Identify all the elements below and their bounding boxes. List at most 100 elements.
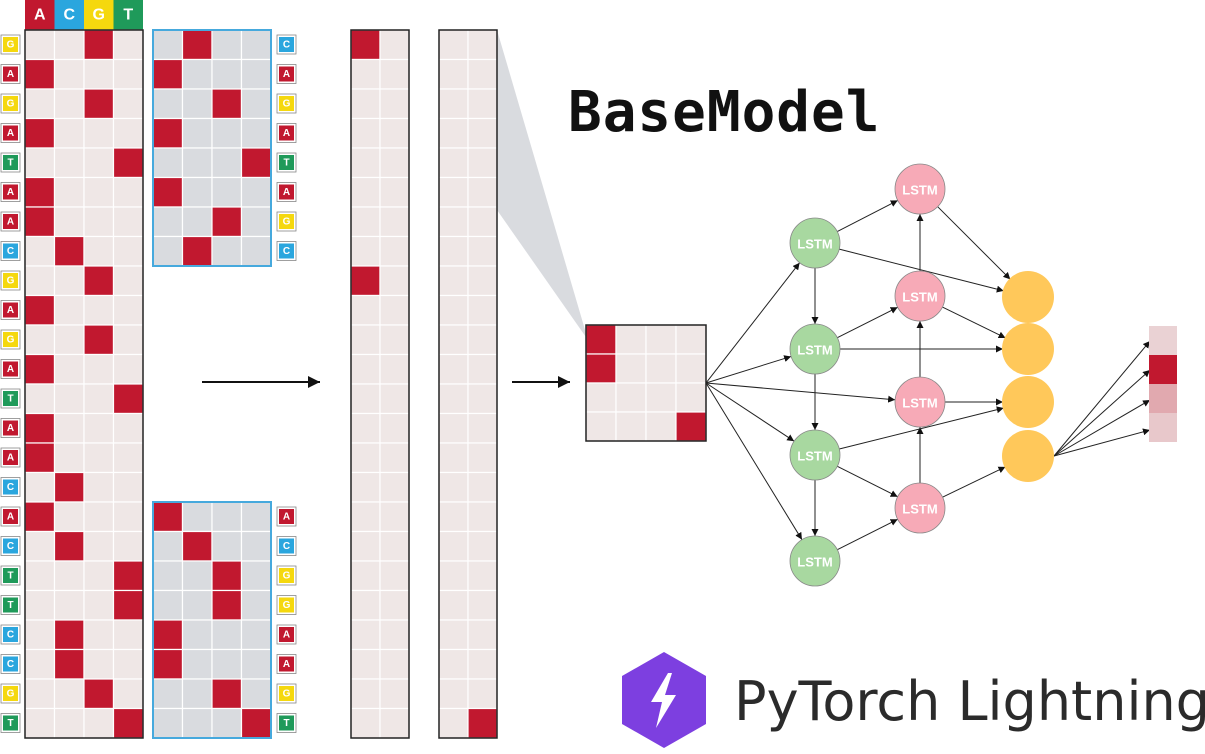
hot-cell xyxy=(585,324,617,355)
grid-cell xyxy=(240,88,272,120)
base-badge-C: C xyxy=(0,654,21,674)
base-badge-A: A xyxy=(276,624,297,645)
grid-cell xyxy=(211,117,243,149)
lstm-node-green-2: LSTM xyxy=(789,429,841,481)
header-base-G: G xyxy=(84,0,114,30)
grid-cell xyxy=(585,411,617,442)
grid-cell xyxy=(53,88,85,120)
hot-cell xyxy=(53,619,85,651)
hot-cell xyxy=(83,324,115,356)
badge-letter: A xyxy=(283,630,290,641)
grid-cell xyxy=(181,501,213,533)
column-cell xyxy=(379,589,410,621)
long-column xyxy=(438,29,498,739)
grid-cell xyxy=(211,648,243,680)
hot-cell xyxy=(152,648,184,680)
badge-letter: T xyxy=(283,718,289,729)
badge-letter: G xyxy=(7,99,15,110)
grid-cell xyxy=(112,648,144,680)
badge-letter: A xyxy=(7,187,14,198)
grid-cell xyxy=(83,235,115,267)
base-badge-A: A xyxy=(276,182,297,202)
column-border xyxy=(350,29,410,739)
badge-fill xyxy=(279,597,294,613)
column-cell xyxy=(350,206,381,238)
grid-cell xyxy=(181,117,213,149)
grid-cell xyxy=(240,589,272,621)
lstm-label: LSTM xyxy=(902,502,937,517)
header-letter: G xyxy=(93,7,105,24)
column-cell xyxy=(467,560,498,592)
output-probabilities xyxy=(1149,326,1177,442)
model-title: BaseModel xyxy=(568,80,881,145)
grid-cell xyxy=(112,58,144,90)
base-badge-G: G xyxy=(276,595,297,615)
hot-cell xyxy=(24,353,56,385)
grid-cell xyxy=(24,530,56,562)
badge-letter: C xyxy=(7,246,14,257)
grid-cell xyxy=(181,147,213,179)
grid-cell xyxy=(181,58,213,90)
grid-cell xyxy=(181,589,213,621)
network-edge xyxy=(942,306,1006,339)
column-cell xyxy=(438,353,469,385)
base-badge-G: G xyxy=(276,93,297,114)
grid-cell xyxy=(112,324,144,356)
lstm-node-pink-1: LSTM xyxy=(894,270,946,322)
column-cell xyxy=(467,147,498,179)
grid-cell xyxy=(24,589,56,621)
badge-fill xyxy=(279,656,294,672)
grid-cell xyxy=(83,117,115,149)
column-cell xyxy=(438,560,469,592)
lstm-node-pink-0: LSTM xyxy=(894,163,946,215)
badge-fill xyxy=(279,715,294,731)
grid-cell xyxy=(83,294,115,326)
grid-cell xyxy=(83,648,115,680)
base-badge-G: G xyxy=(0,683,21,704)
grid-cell xyxy=(112,412,144,444)
column-cell xyxy=(379,383,410,415)
column-cell xyxy=(350,560,381,592)
output-node-3 xyxy=(1002,430,1054,482)
hot-cell xyxy=(240,707,272,739)
grid-cell xyxy=(24,265,56,297)
badge-letter: A xyxy=(7,364,14,375)
grid-cell xyxy=(112,501,144,533)
base-badge-T: T xyxy=(276,713,297,733)
badge-fill xyxy=(3,155,18,170)
column-cell xyxy=(467,117,498,149)
column-cell xyxy=(350,707,381,739)
grid-cell xyxy=(112,442,144,474)
output-bar-cell xyxy=(1149,326,1177,355)
hot-cell xyxy=(112,707,144,739)
grid-cell xyxy=(181,560,213,592)
grid-cell xyxy=(240,117,272,149)
grid-cell xyxy=(83,530,115,562)
grid-cell xyxy=(53,324,85,356)
grid-cell xyxy=(615,324,647,355)
grid-cell xyxy=(181,707,213,739)
grid-cell xyxy=(152,147,184,179)
hot-cell xyxy=(181,530,213,562)
column-cell xyxy=(438,678,469,710)
grid-cell xyxy=(240,648,272,680)
badge-fill xyxy=(3,420,18,436)
column-cell xyxy=(467,265,498,297)
badge-fill xyxy=(279,37,294,52)
badge-fill xyxy=(279,155,294,170)
base-badge-A: A xyxy=(0,447,21,468)
badge-letter: G xyxy=(7,40,15,51)
header-letter: A xyxy=(34,7,46,24)
column-cell xyxy=(350,88,381,120)
base-badge-A: A xyxy=(0,506,21,527)
grid-cell xyxy=(240,235,272,267)
grid-cell xyxy=(83,58,115,90)
node-circle xyxy=(789,429,841,481)
flat-column xyxy=(350,29,410,739)
base-badge-A: A xyxy=(276,123,297,143)
hot-cell xyxy=(53,530,85,562)
column-cell xyxy=(350,471,381,503)
hot-cell xyxy=(211,678,243,710)
badge-fill xyxy=(3,66,18,82)
grid-cell xyxy=(53,442,85,474)
